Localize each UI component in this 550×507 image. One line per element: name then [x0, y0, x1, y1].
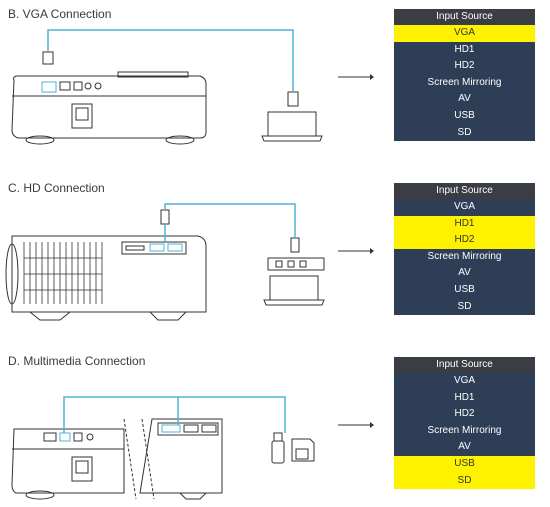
input-source-menu-hd: Input Source VGA HD1 HD2 Screen Mirrorin… — [394, 183, 535, 316]
usb-cable — [63, 396, 286, 433]
section-title-vga: B. VGA Connection — [8, 7, 112, 21]
projector-side-view — [11, 235, 207, 313]
section-title-multimedia: D. Multimedia Connection — [8, 354, 146, 368]
menu-item-hd2[interactable]: HD2 — [394, 58, 535, 75]
menu-header: Input Source — [394, 183, 535, 199]
menu-item-sd[interactable]: SD — [394, 472, 535, 490]
menu-item-hd2[interactable]: HD2 — [394, 406, 535, 423]
projector-rear-view — [11, 428, 125, 494]
menu-item-screen-mirroring[interactable]: Screen Mirroring — [394, 248, 535, 266]
menu-item-av[interactable]: AV — [394, 265, 535, 282]
projector-side-view — [139, 418, 223, 494]
menu-item-av[interactable]: AV — [394, 91, 535, 108]
menu-item-hd2[interactable]: HD2 — [394, 232, 535, 249]
sd-card — [291, 438, 315, 462]
laptop — [269, 275, 319, 301]
menu-item-hd1[interactable]: HD1 — [394, 215, 535, 233]
menu-header: Input Source — [394, 357, 535, 373]
usb-drive — [271, 440, 285, 464]
menu-item-vga[interactable]: VGA — [394, 199, 535, 216]
hd-cable — [164, 203, 296, 238]
menu-item-screen-mirroring[interactable]: Screen Mirroring — [394, 74, 535, 92]
section-title-hd: C. HD Connection — [8, 181, 105, 195]
menu-item-vga[interactable]: VGA — [394, 25, 535, 42]
vga-connection-illustration — [11, 29, 323, 145]
menu-item-sd[interactable]: SD — [394, 298, 535, 316]
multimedia-connection-illustration — [11, 396, 315, 500]
vga-cable — [47, 29, 294, 92]
input-source-menu-multimedia: Input Source VGA HD1 HD2 Screen Mirrorin… — [394, 357, 535, 490]
menu-item-usb[interactable]: USB — [394, 455, 535, 473]
projector-rear-view — [11, 75, 207, 139]
arrow-icon — [338, 248, 374, 254]
hd-connection-illustration — [5, 203, 325, 321]
menu-item-vga[interactable]: VGA — [394, 373, 535, 390]
menu-item-usb[interactable]: USB — [394, 107, 535, 125]
menu-item-sd[interactable]: SD — [394, 124, 535, 142]
media-player — [267, 257, 325, 271]
menu-item-hd1[interactable]: HD1 — [394, 41, 535, 59]
menu-item-hd1[interactable]: HD1 — [394, 389, 535, 407]
menu-item-screen-mirroring[interactable]: Screen Mirroring — [394, 422, 535, 440]
menu-item-usb[interactable]: USB — [394, 281, 535, 299]
menu-header: Input Source — [394, 9, 535, 25]
laptop — [267, 111, 317, 137]
arrow-icon — [338, 422, 374, 428]
arrow-icon — [338, 74, 374, 80]
input-source-menu-vga: Input Source VGA HD1 HD2 Screen Mirrorin… — [394, 9, 535, 142]
menu-item-av[interactable]: AV — [394, 439, 535, 456]
